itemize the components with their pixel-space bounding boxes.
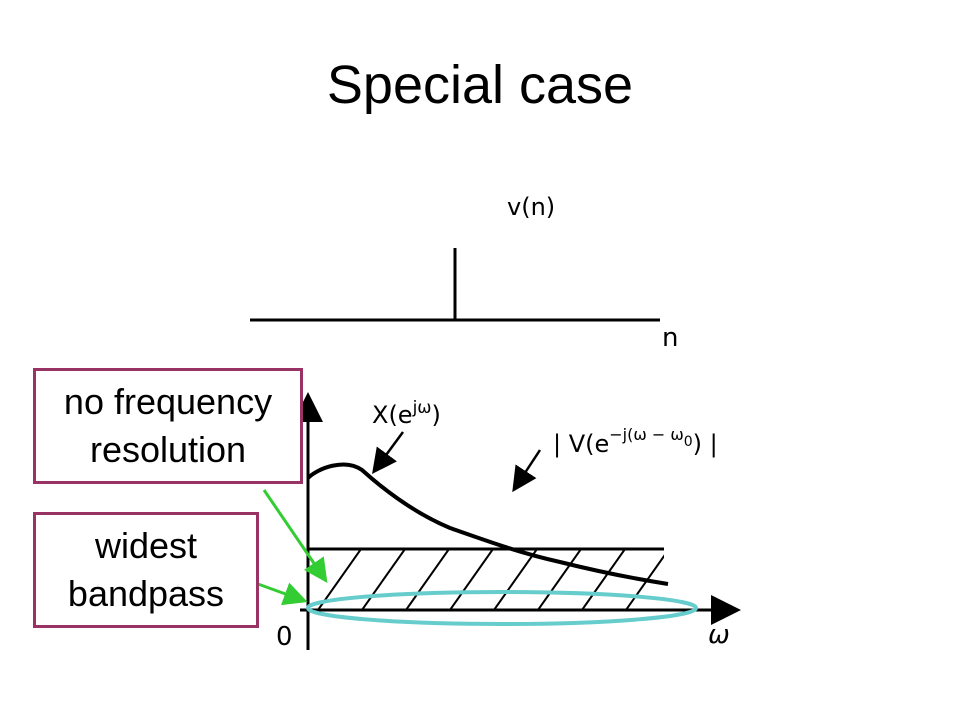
callout-line: resolution [89,429,247,470]
resolution-pointer-arrow [262,489,328,583]
callout-line: bandpass [67,573,225,614]
callout-widest-bandpass: widest bandpass [33,512,259,628]
omega-axis-label: ω [708,620,730,650]
spectrum-label: X(ejω) [372,398,441,429]
callout-no-frequency-resolution: no frequency resolution [33,368,303,484]
top-plot: v(n) n [250,193,678,353]
n-axis-label: n [662,323,678,353]
callout-line: no frequency [63,381,273,422]
bottom-plot: X(ejω) | V(e−j(ω − ω0) | 0 ω [276,392,741,652]
origin-label: 0 [276,622,293,652]
spectrum-label-arrow [372,431,405,475]
signal-spectrum-curve [306,462,669,586]
window-spectrum [308,547,664,610]
window-label: | V(e−j(ω − ω0) | [553,425,718,458]
slide-title: Special case [326,55,634,115]
window-label-arrow [512,449,542,493]
bandpass-pointer-arrow [257,582,308,606]
bandpass-highlight-ellipse [306,590,698,626]
callout-line: widest [94,525,198,566]
v-n-label: v(n) [507,193,555,221]
